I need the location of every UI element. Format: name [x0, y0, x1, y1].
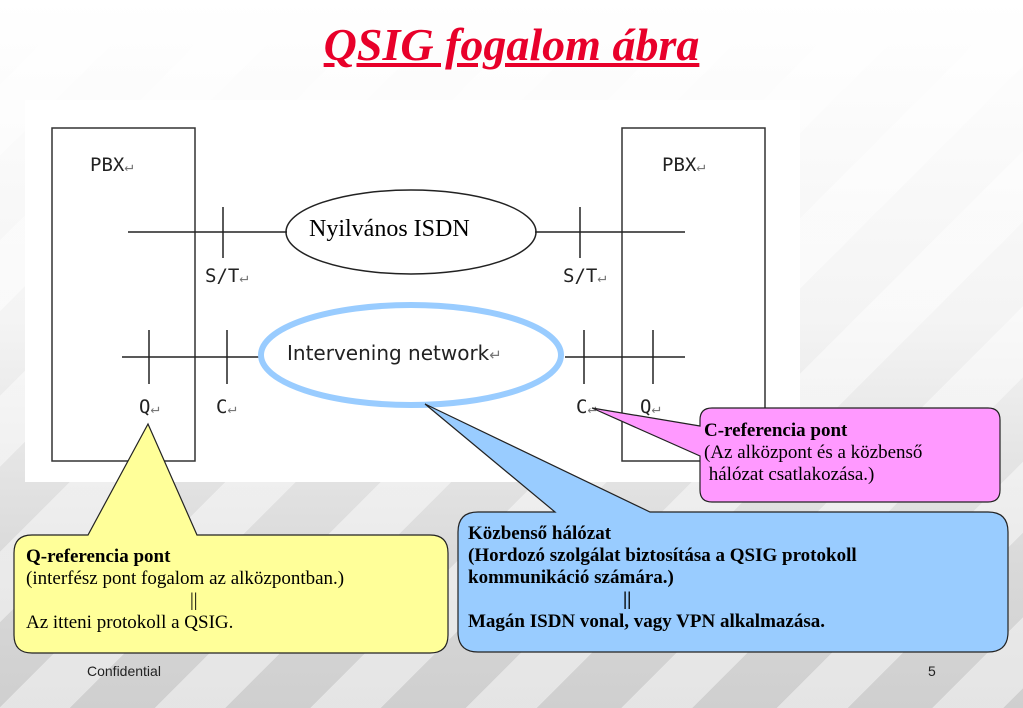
q-callout-bubble: [13, 422, 449, 654]
q-callout-text: Q-referencia pont (interfész pont fogalo…: [26, 546, 344, 634]
footer-confidential: Confidential: [87, 663, 161, 679]
q-callout-line2: Az itteni protokoll a QSIG.: [26, 612, 234, 633]
right-pbx-label: PBX↵: [662, 154, 706, 176]
c-callout-heading: C-referencia pont: [704, 420, 848, 441]
network-callout-heading: Közbenső hálózat: [468, 523, 612, 544]
st-left-label: S/T↵: [205, 265, 249, 287]
c-callout-line2: hálózat csatlakozása.): [704, 464, 875, 485]
st-right-label: S/T↵: [563, 265, 607, 287]
network-callout-line1: (Hordozó szolgálat biztosítása a QSIG pr…: [468, 545, 857, 566]
c-callout-text: C-referencia pont (Az alközpont és a köz…: [704, 420, 922, 486]
intervening-network-label: Intervening network↵: [287, 341, 502, 365]
c-callout-line1: (Az alközpont és a közbenső: [704, 442, 923, 463]
left-pbx-box: [51, 127, 196, 462]
c-callout-bubble: [591, 407, 1001, 503]
q-left-label: Q↵: [139, 396, 160, 418]
slide-title: QSIG fogalom ábra: [323, 19, 700, 70]
network-callout-text: Közbenső hálózat (Hordozó szolgálat bizt…: [468, 523, 857, 633]
intervening-network-ellipse: [258, 302, 564, 408]
left-pbx-label: PBX↵: [90, 154, 134, 176]
q-right-label: Q↵: [640, 396, 661, 418]
network-callout-bubble: [424, 403, 1009, 653]
network-callout-arrow: ||: [623, 589, 632, 610]
public-isdn-label: Nyilvános ISDN: [309, 216, 470, 242]
diagram-panel: [25, 100, 800, 482]
q-callout-line1: (interfész pont fogalom az alközpontban.…: [26, 568, 345, 589]
q-callout-arrow: ||: [190, 590, 198, 611]
right-pbx-box: [621, 127, 766, 462]
footer-page-number: 5: [928, 663, 936, 679]
q-callout-heading: Q-referencia pont: [26, 546, 171, 567]
network-callout-line3: Magán ISDN vonal, vagy VPN alkalmazása.: [468, 611, 825, 632]
network-callout-line2: kommunikáció számára.): [468, 567, 674, 588]
c-left-label: C↵: [216, 396, 237, 418]
